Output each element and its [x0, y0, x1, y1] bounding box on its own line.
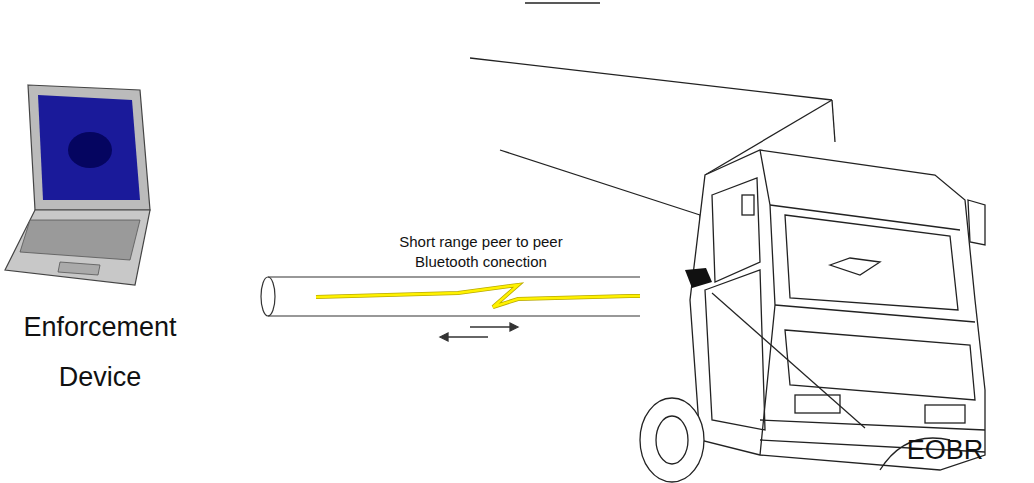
node-label: Enforcement Device	[0, 302, 200, 402]
node-label: EOBR	[895, 425, 995, 475]
laptop-illustration	[5, 85, 150, 285]
leader-line	[712, 293, 865, 428]
eobr-box: EOBR	[640, 262, 712, 295]
device-node: Enforcement Device	[0, 80, 316, 400]
connection-label: Short range peer to peer Bluetooth conec…	[386, 232, 576, 272]
bluetooth-bolt	[316, 285, 640, 307]
eobr-device	[640, 262, 712, 295]
